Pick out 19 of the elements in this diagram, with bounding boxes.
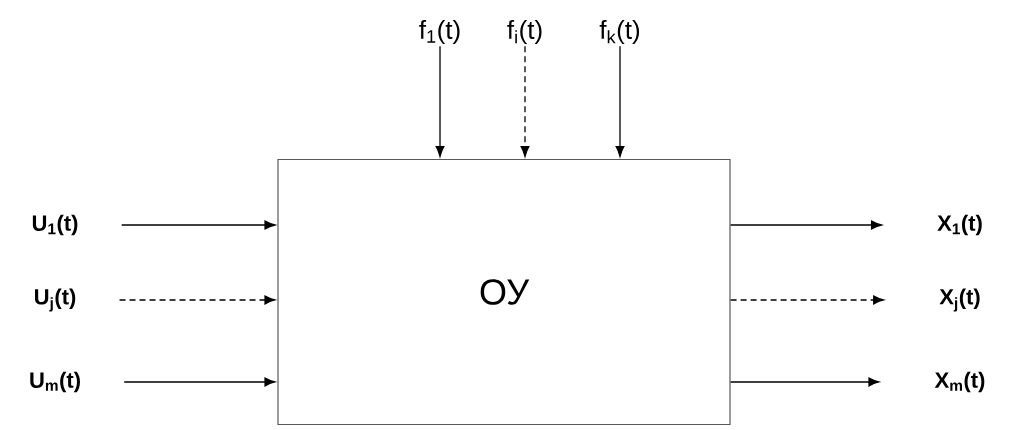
output-label: X$_{1}$(t) xyxy=(937,214,982,236)
arrow xyxy=(118,295,276,305)
arrow xyxy=(520,45,530,157)
input-label: U$_{m}$(t) xyxy=(30,371,80,393)
arrow xyxy=(435,45,445,157)
arrow xyxy=(729,295,885,305)
input-label: U$_{j}$(t) xyxy=(35,288,76,312)
arrow xyxy=(123,377,276,387)
arrow xyxy=(729,377,880,387)
arrow xyxy=(729,220,882,230)
output-label: X$_{m}$(t) xyxy=(934,371,985,393)
input-label: f$_{1}$(t) xyxy=(419,19,460,45)
input-label: U$_{1}$(t) xyxy=(32,214,78,236)
input-label: f$_{i}$(t) xyxy=(507,19,542,45)
output-label: X$_{j}$(t) xyxy=(939,288,980,312)
process-box: ОУ xyxy=(277,158,731,426)
input-label: f$_{k}$(t) xyxy=(599,19,640,45)
arrow xyxy=(121,220,276,230)
arrow xyxy=(615,45,625,157)
